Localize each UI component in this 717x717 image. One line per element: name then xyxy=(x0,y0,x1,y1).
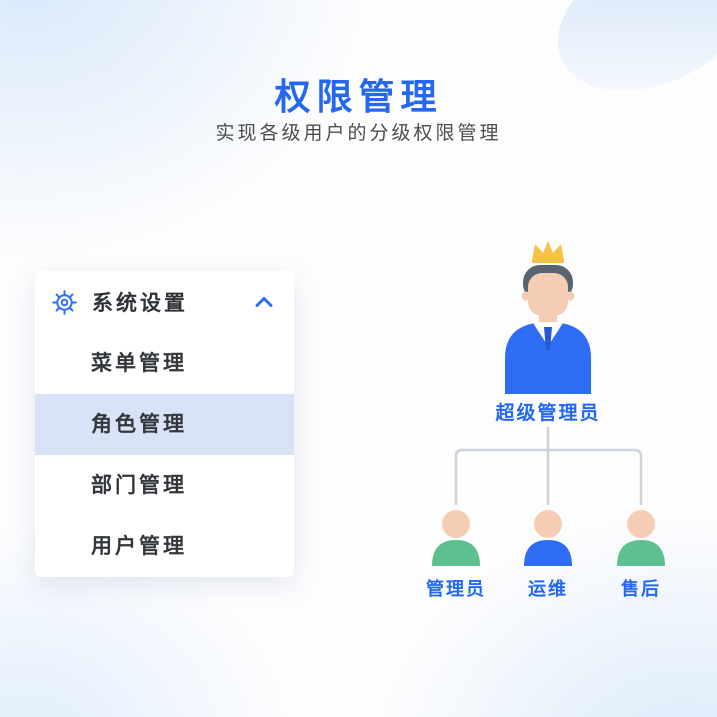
org-node-ops: 运维 xyxy=(498,504,598,601)
menu-header-label: 系统设置 xyxy=(92,292,188,315)
org-chart: 超级管理员 管理员 运维 xyxy=(396,238,700,618)
org-connector-lines xyxy=(454,426,643,506)
settings-menu-card: 系统设置 菜单管理 角色管理 部门管理 用户管理 xyxy=(35,271,294,577)
crown-icon xyxy=(532,241,564,263)
menu-item-menu-management[interactable]: 菜单管理 xyxy=(91,352,187,375)
admin-avatar xyxy=(432,510,480,566)
aftersales-label: 售后 xyxy=(621,579,661,599)
org-node-aftersales: 售后 xyxy=(591,504,691,601)
org-node-admin: 管理员 xyxy=(406,504,506,601)
page-subtitle: 实现各级用户的分级权限管理 xyxy=(215,123,502,144)
menu-item-department-management[interactable]: 部门管理 xyxy=(91,474,187,497)
ops-label: 运维 xyxy=(528,579,568,599)
menu-header-system-settings[interactable]: 系统设置 xyxy=(35,271,294,333)
super-admin-avatar xyxy=(505,241,591,394)
corner-gradient-top-left xyxy=(0,0,420,300)
chevron-up-icon[interactable] xyxy=(254,293,274,311)
gear-icon xyxy=(51,289,78,316)
menu-item-role-management[interactable]: 角色管理 xyxy=(35,394,294,455)
ops-avatar xyxy=(524,510,572,566)
menu-item-user-management[interactable]: 用户管理 xyxy=(91,535,187,558)
aftersales-avatar xyxy=(617,510,665,566)
super-admin-label: 超级管理员 xyxy=(495,403,601,424)
admin-label: 管理员 xyxy=(426,579,486,599)
page-title: 权限管理 xyxy=(274,76,443,117)
